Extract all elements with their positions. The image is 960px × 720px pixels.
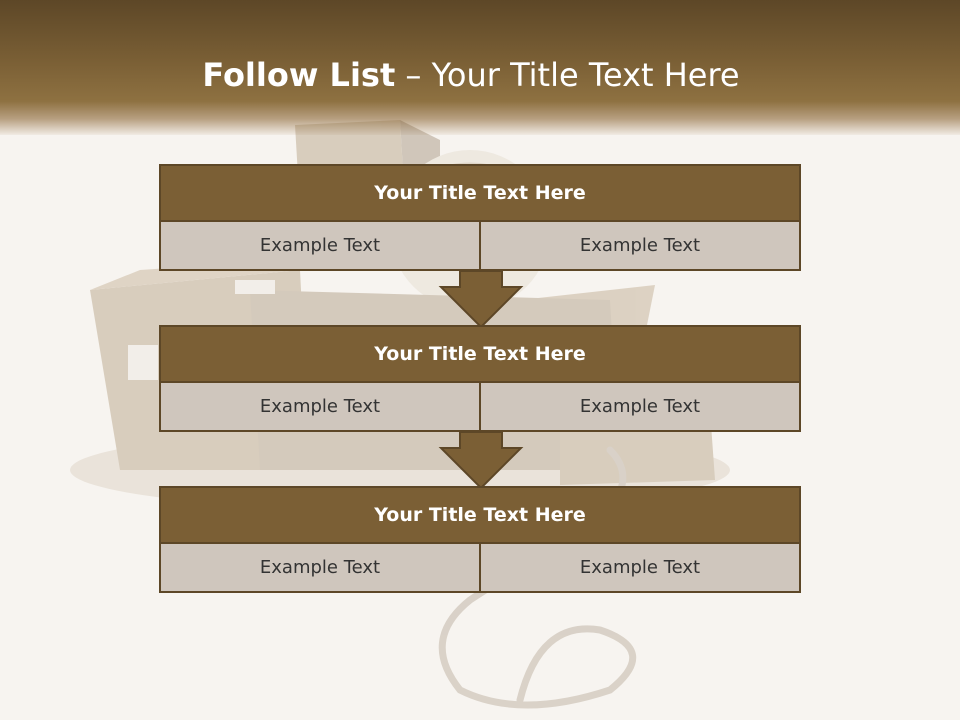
block-cell-left: Example Text [159,383,481,432]
block-title: Your Title Text Here [159,486,801,544]
down-arrow-icon [438,432,524,490]
slide-title-rest: – Your Title Text Here [395,56,740,94]
block-row: Example Text Example Text [159,544,801,593]
list-block-1: Your Title Text Here Example Text Exampl… [159,164,801,271]
list-block-3: Your Title Text Here Example Text Exampl… [159,486,801,593]
block-cell-right: Example Text [481,222,801,271]
list-block-2: Your Title Text Here Example Text Exampl… [159,325,801,432]
block-row: Example Text Example Text [159,222,801,271]
slide-title-bold: Follow List [202,56,396,94]
block-title: Your Title Text Here [159,164,801,222]
down-arrow-icon [438,271,524,329]
block-title: Your Title Text Here [159,325,801,383]
block-cell-right: Example Text [481,383,801,432]
slide-title: Follow List – Your Title Text Here [0,52,942,98]
block-row: Example Text Example Text [159,383,801,432]
block-cell-left: Example Text [159,222,481,271]
block-cell-left: Example Text [159,544,481,593]
header-band [0,0,960,135]
block-cell-right: Example Text [481,544,801,593]
